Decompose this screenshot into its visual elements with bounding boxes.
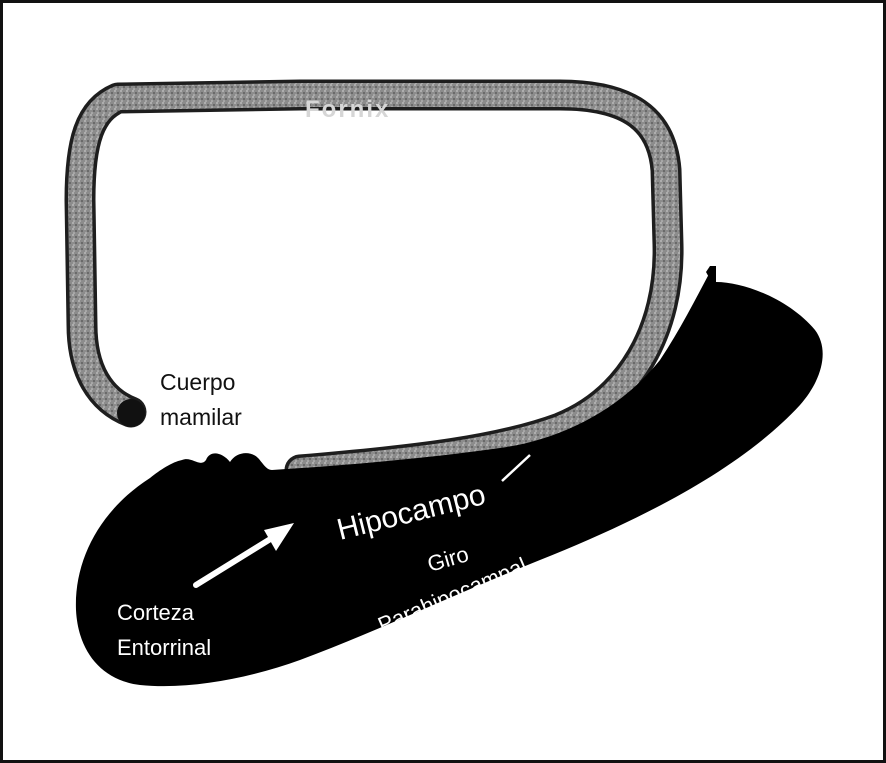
fornix-label: Fornix	[305, 96, 390, 123]
corteza-label-line1: Corteza	[117, 600, 195, 625]
entorrinal-label-line2: Entorrinal	[117, 635, 211, 660]
cuerpo-mamilar-label-line2: mamilar	[160, 404, 242, 430]
mammillary-body	[117, 399, 145, 427]
cuerpo-mamilar-label-line1: Cuerpo	[160, 369, 235, 395]
